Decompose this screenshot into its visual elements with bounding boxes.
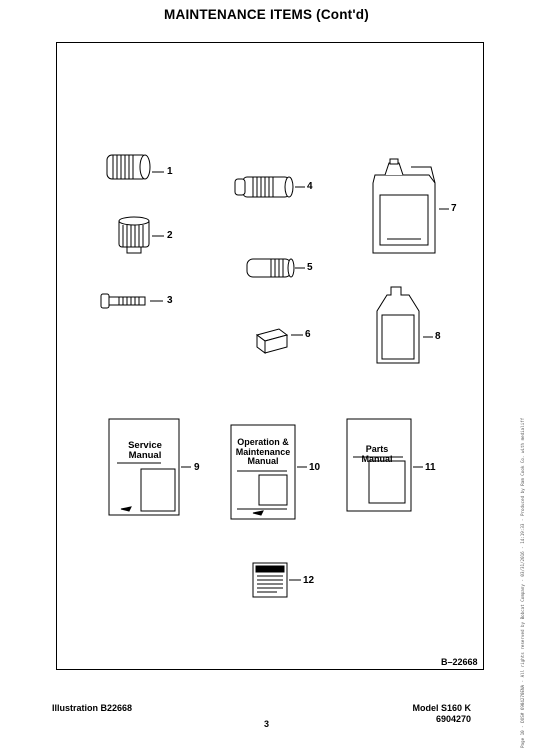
cover-line: Service <box>128 440 162 451</box>
item-1-number: 1 <box>167 166 173 177</box>
item-4-air-filter-drawing <box>234 176 305 198</box>
item-7-number: 7 <box>451 203 457 214</box>
item-6-number: 6 <box>305 329 311 340</box>
item-8-number: 8 <box>435 331 441 342</box>
cover-line: Maintenance <box>235 446 291 457</box>
item-2-number: 2 <box>167 230 173 241</box>
item-2-fuel-filter-drawing <box>118 216 164 254</box>
item-5-inner-filter-drawing <box>246 258 305 278</box>
item-11-number: 11 <box>425 462 436 473</box>
illustration-frame: 1 2 3 4 5 6 7 8 9 10 11 12 Service Manua… <box>56 42 484 670</box>
item-5-number: 5 <box>307 262 313 273</box>
item-4-number: 4 <box>307 181 313 192</box>
cover-line: Manual <box>128 449 162 461</box>
model-name: Model S160 K <box>412 703 471 713</box>
cover-line: Parts <box>365 444 389 454</box>
page-number: 3 <box>263 719 269 729</box>
service-manual-cover-text: Service Manual <box>111 441 179 460</box>
item-3-number: 3 <box>167 295 173 306</box>
item-6-block-drawing <box>255 328 303 354</box>
item-12-decal-drawing <box>252 562 301 598</box>
item-1-filter-drawing <box>106 154 164 180</box>
page-title: MAINTENANCE ITEMS (Cont'd) <box>164 7 369 22</box>
item-9-service-manual-drawing <box>108 418 191 516</box>
item-10-number: 10 <box>309 462 321 473</box>
side-note: Page 10 - DOS# 6904270ENA - All rights r… <box>520 417 525 748</box>
cover-line: Manual <box>247 456 279 466</box>
item-7-jug-drawing <box>372 158 449 254</box>
item-11-parts-manual-drawing <box>346 418 423 512</box>
cover-line: Operation & <box>237 437 289 447</box>
illustration-label: Illustration B22668 <box>52 703 133 713</box>
item-3-breather-drawing <box>100 293 163 309</box>
cover-line: Manual <box>361 453 393 464</box>
item-12-number: 12 <box>303 575 315 586</box>
illustration-reference-code: B–22668 <box>441 657 478 667</box>
operation-maintenance-manual-cover-text: Operation & Maintenance Manual <box>229 437 297 467</box>
item-10-operation-maintenance-manual-drawing <box>230 424 307 520</box>
item-8-bottle-drawing <box>376 286 433 364</box>
part-number: 6904270 <box>435 714 471 724</box>
parts-manual-cover-text: Parts Manual <box>347 444 407 464</box>
maintenance-items-illustration <box>100 154 449 598</box>
model-info: Model S160 K 6904270 <box>412 703 471 725</box>
item-9-number: 9 <box>194 462 200 473</box>
